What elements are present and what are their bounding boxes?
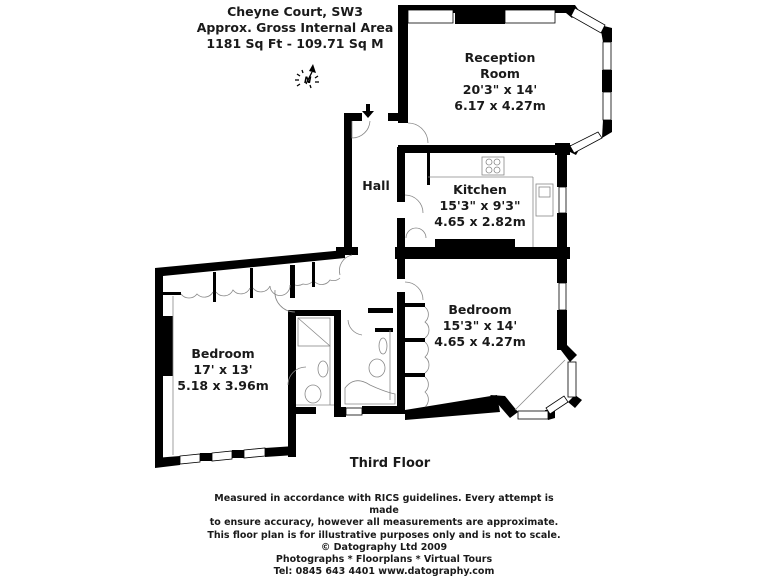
footer-services: Photographs * Floorplans * Virtual Tours bbox=[275, 554, 493, 566]
room-metric: 4.65 x 4.27m bbox=[434, 334, 526, 349]
room-name: Kitchen bbox=[453, 182, 507, 197]
room-name-line2: Room bbox=[480, 66, 520, 81]
footer-line-1: Measured in accordance with RICS guideli… bbox=[214, 493, 554, 517]
room-bedroom-left: Bedroom 17' x 13' 5.18 x 3.96m bbox=[173, 346, 273, 394]
room-imperial: 20'3" x 14' bbox=[462, 82, 538, 97]
fixtures bbox=[172, 120, 566, 455]
room-name: Bedroom bbox=[448, 302, 512, 317]
walls bbox=[155, 5, 612, 468]
entrance-arrow-icon bbox=[362, 104, 374, 118]
area-title: Approx. Gross Internal Area bbox=[196, 20, 394, 35]
room-kitchen: Kitchen 15'3" x 9'3" 4.65 x 2.82m bbox=[430, 182, 530, 230]
room-name: Hall bbox=[362, 178, 390, 193]
room-imperial: 17' x 13' bbox=[193, 362, 253, 377]
room-metric: 4.65 x 2.82m bbox=[434, 214, 526, 229]
footer-contact: Tel: 0845 643 4401 www.datography.com bbox=[273, 566, 495, 578]
room-name: Reception bbox=[464, 50, 536, 65]
footer-copyright: © Datography Ltd 2009 bbox=[320, 541, 448, 553]
property-name: Cheyne Court, SW3 bbox=[227, 4, 363, 19]
north-arrow-icon: N bbox=[295, 64, 319, 89]
footer-line-3: This floor plan is for illustrative purp… bbox=[207, 529, 561, 541]
windows bbox=[179, 7, 612, 465]
room-name: Bedroom bbox=[191, 346, 255, 361]
area-value: 1181 Sq Ft - 109.71 Sq M bbox=[206, 36, 384, 51]
plan-header: Cheyne Court, SW3 Approx. Gross Internal… bbox=[190, 4, 400, 52]
room-metric: 6.17 x 4.27m bbox=[454, 98, 546, 113]
room-metric: 5.18 x 3.96m bbox=[177, 378, 269, 393]
disclaimer-footer: Measured in accordance with RICS guideli… bbox=[200, 493, 568, 578]
room-hall: Hall bbox=[356, 178, 396, 194]
room-imperial: 15'3" x 9'3" bbox=[439, 198, 521, 213]
room-reception: Reception Room 20'3" x 14' 6.17 x 4.27m bbox=[450, 50, 550, 114]
room-imperial: 15'3" x 14' bbox=[442, 318, 518, 333]
svg-text:N: N bbox=[304, 76, 312, 86]
floor-label: Third Floor bbox=[349, 456, 431, 471]
footer-line-2: to ensure accuracy, however all measurem… bbox=[209, 517, 559, 529]
room-bedroom-right: Bedroom 15'3" x 14' 4.65 x 4.27m bbox=[430, 302, 530, 350]
